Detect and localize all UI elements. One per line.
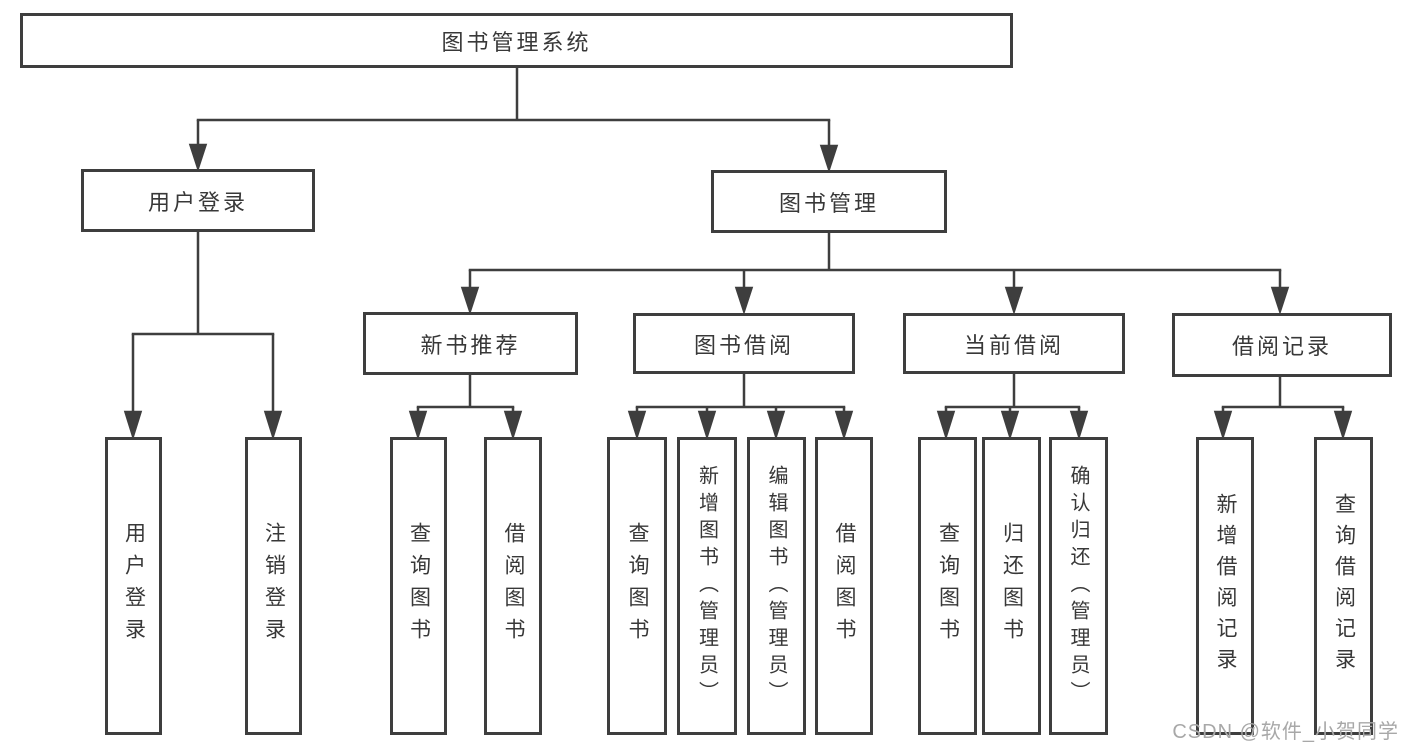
node-edit-books-admin-label: 编辑图书（管理员） [765,464,787,708]
node-query-borrow-record: 查询借阅记录 [1314,437,1373,735]
connector-new-book-rec-children [408,375,523,441]
node-logout-label: 注销登录 [262,522,286,650]
node-query-books-current-label: 查询图书 [936,522,960,650]
node-add-borrow-record-label: 新增借阅记录 [1214,493,1237,679]
node-user-login-leaf: 用户登录 [105,437,162,735]
connector-current-borrow-children [936,373,1089,441]
connector-book-mgmt-children [460,233,1290,316]
node-query-books-rec: 查询图书 [390,437,447,735]
node-borrow-books: 借阅图书 [815,437,873,735]
connector-user-login-children [123,232,283,441]
connector-book-borrow-children [627,374,854,441]
node-logout: 注销登录 [245,437,302,735]
node-add-books-admin-label: 新增图书（管理员） [695,464,718,708]
node-borrow-records: 借阅记录 [1172,313,1392,377]
node-current-borrow: 当前借阅 [903,313,1125,374]
node-query-books-rec-label: 查询图书 [407,522,431,650]
node-return-books-label: 归还图书 [1000,522,1024,650]
node-new-book-rec: 新书推荐 [363,312,578,375]
node-add-books-admin: 新增图书（管理员） [677,437,737,735]
csdn-watermark: CSDN @软件_小贺同学 [1172,721,1399,743]
node-root: 图书管理系统 [20,13,1013,68]
node-add-borrow-record: 新增借阅记录 [1196,437,1254,735]
node-query-borrow-record-label: 查询借阅记录 [1332,493,1356,679]
node-query-books-borrow-label: 查询图书 [626,522,649,650]
node-borrow-books-rec: 借阅图书 [484,437,542,735]
node-borrow-books-label: 借阅图书 [833,522,856,650]
node-borrow-books-rec-label: 借阅图书 [502,522,525,650]
node-confirm-return-admin-label: 确认归还（管理员） [1067,464,1089,708]
node-book-mgmt: 图书管理 [711,170,947,233]
node-book-borrow: 图书借阅 [633,313,855,374]
node-edit-books-admin: 编辑图书（管理员） [747,437,806,735]
connector-root-to-level2 [188,68,839,174]
node-return-books: 归还图书 [982,437,1041,735]
node-confirm-return-admin: 确认归还（管理员） [1049,437,1108,735]
node-query-books-current: 查询图书 [918,437,977,735]
connector-borrow-records-children [1213,377,1353,441]
node-user-login-leaf-label: 用户登录 [122,522,146,650]
node-query-books-borrow: 查询图书 [607,437,667,735]
node-user-login: 用户登录 [81,169,315,232]
